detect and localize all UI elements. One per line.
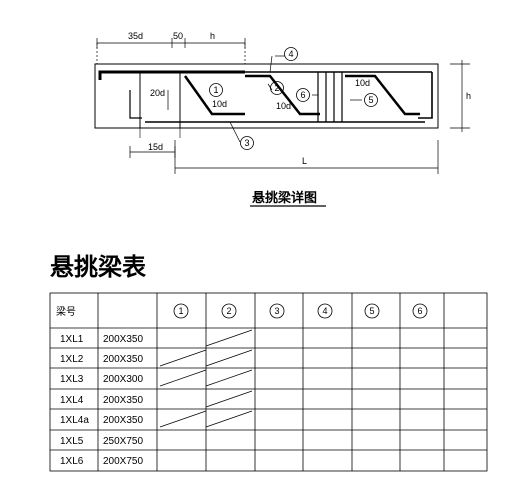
header-col-1: 1 [178,306,183,316]
leader-lines [189,55,362,143]
dim-h-side: h [466,91,471,101]
marker-circle-3 [240,136,254,150]
top-dimension-lines [96,38,246,64]
dim-L: L [302,156,307,166]
bottom-dimension-lines [129,140,439,174]
header-beam-id: 梁号 [56,305,76,318]
dim-20d: 20d [150,88,165,98]
row-4-id: 1XL4 [60,395,84,406]
marker-circle-1 [209,83,223,97]
dim-10d-c: 10d [355,78,370,88]
dim-35d: 35d [128,31,143,41]
bar-bent-5 [345,74,420,116]
row-3-id: 1XL3 [60,374,84,385]
header-col-4: 4 [322,306,327,316]
header-col-3: 3 [274,306,279,316]
row-6-id: 1XL5 [60,436,84,447]
header-marker-circles [173,303,428,319]
row-4-size: 200X350 [103,395,143,406]
bar-top-main [98,70,245,80]
dim-10d-b: 10d [276,101,291,111]
marker-6: 6 [300,90,305,100]
row-2-size: 200X350 [103,354,143,365]
beam-outline [94,63,439,129]
dim-50: 50 [173,31,183,41]
marker-5: 5 [368,95,373,105]
marker-circle-4 [284,47,298,61]
row-2-id: 1XL2 [60,354,84,365]
drawing-title: 悬挑梁详图 [252,190,317,206]
right-dimension-lines [450,60,470,132]
row-1-size: 200X350 [103,334,143,345]
beam-table-grid [49,292,488,472]
table-title: 悬挑梁表 [50,253,147,281]
table-cell-diagrams [159,329,253,428]
row-7-size: 200X750 [103,456,143,467]
bar-bent-2 [245,74,320,116]
dim-h-top: h [210,31,215,41]
marker-circle-2 [270,81,284,95]
marker-2: 2 [274,83,279,93]
row-1-id: 1XL1 [60,334,84,345]
header-col-6: 6 [417,306,422,316]
bar-bent-1 [183,75,245,116]
header-col-5: 5 [369,306,374,316]
row-7-id: 1XL6 [60,456,84,467]
row-5-size: 200X350 [103,415,143,426]
header-col-2: 2 [226,306,231,316]
stirrups [317,72,343,122]
beam-detail-drawing [94,38,470,174]
marker-3: 3 [244,138,249,148]
row-3-size: 200X300 [103,374,143,385]
marker-circle-5 [364,93,378,107]
support-column [139,72,181,138]
marker-circle-6 [296,88,310,102]
dim-10d-a: 10d [212,99,227,109]
row-6-size: 250X750 [103,436,143,447]
marker-1: 1 [213,85,218,95]
bar-right-end [418,72,433,119]
row-5-id: 1XL4a [60,415,89,426]
marker-4: 4 [288,49,293,59]
dim-15d: 15d [148,142,163,152]
